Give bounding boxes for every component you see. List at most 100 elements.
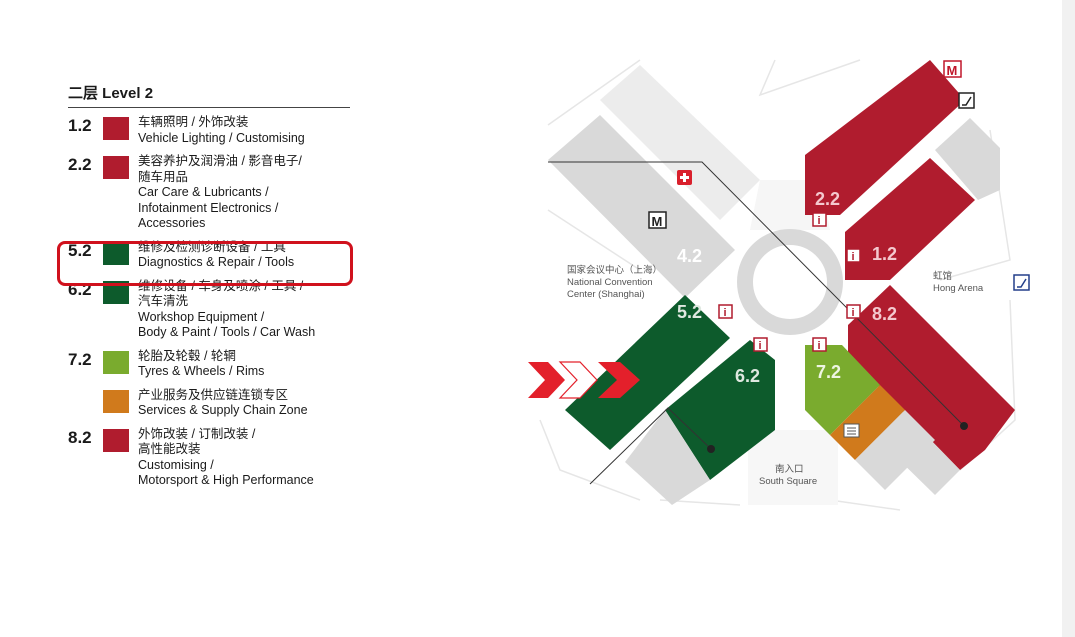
hall-sw-gray: [625, 410, 710, 505]
legend-description-line: Accessories: [138, 216, 206, 230]
legend-hall-number: 8.2: [68, 427, 92, 447]
legend-color-swatch: [103, 156, 129, 179]
legend-description-line: 汽车清洗: [138, 294, 189, 308]
legend-description-line: Body & Paint / Tools / Car Wash: [138, 325, 316, 339]
svg-text:i: i: [818, 215, 821, 227]
escalator-icon: [958, 92, 975, 109]
scrollbar-track[interactable]: [1062, 0, 1075, 637]
legend-color-swatch: [103, 389, 129, 413]
entrance-arrow-1: [528, 362, 565, 398]
legend-description-line: 随车用品: [138, 169, 189, 184]
metro-icon: M: [943, 60, 962, 78]
svg-text:M: M: [947, 63, 958, 78]
hall-6-2-area[interactable]: [665, 340, 775, 480]
legend-hall-number: 2.2: [68, 155, 92, 174]
legend-hall-number: 5.2: [68, 240, 92, 260]
hall-1-2-area[interactable]: [845, 158, 975, 280]
ncc-label-en-1: National Convention: [567, 277, 653, 288]
legend-description-line: 车辆照明 / 外饰改装: [138, 115, 249, 129]
hall-6-2-label: 6.2: [735, 366, 760, 386]
legend-color-swatch: [103, 117, 129, 140]
legend-color-swatch: [103, 280, 129, 304]
entrance-arrow-2: [558, 361, 598, 399]
legend-description-line: 外饰改装 / 订制改装 /: [138, 426, 256, 441]
legend-description-line: Car Care & Lubricants /: [138, 185, 269, 199]
info-icon: i: [846, 304, 861, 319]
legend-description-line: Diagnostics & Repair / Tools: [138, 255, 295, 269]
svg-text:M: M: [652, 214, 663, 229]
hall-4-2-annex: [600, 65, 760, 220]
ncc-label-en-2: Center (Shanghai): [567, 289, 645, 300]
legend-color-swatch: [103, 350, 129, 374]
hall-1-2-label: 1.2: [872, 244, 897, 264]
legend-description-line: Customising /: [138, 457, 214, 472]
route-dot-2: [707, 445, 715, 453]
legend-description-line: Workshop Equipment /: [138, 309, 265, 324]
legend-hall-number: 1.2: [68, 116, 92, 135]
hall-2-2-area[interactable]: [805, 60, 965, 215]
svg-text:i: i: [818, 340, 821, 352]
legend-description-line: 高性能改装: [138, 442, 201, 456]
legend-description-line: Vehicle Lighting / Customising: [138, 130, 305, 145]
service-desk-icon: [843, 423, 860, 438]
south-plaza: [748, 430, 838, 505]
south-square-label-cn: 南入口: [775, 463, 804, 475]
svg-text:i: i: [852, 307, 855, 319]
ncc-label-cn: 国家会议中心（上海）: [567, 264, 662, 276]
legend-description-line: Infotainment Electronics /: [138, 200, 279, 215]
legend-color-swatch: [103, 428, 129, 452]
escalator-icon: [1013, 274, 1030, 291]
legend-hall-number: 7.2: [68, 349, 92, 369]
info-icon: i: [812, 337, 827, 352]
highlight-box-hall-5-2: [57, 241, 353, 286]
legend-title: 二层 Level 2: [68, 84, 350, 108]
legend-color-swatch: [103, 241, 129, 265]
services-zone-area[interactable]: [830, 385, 905, 460]
svg-text:i: i: [852, 251, 855, 263]
first-aid-icon: [677, 170, 692, 185]
entrance-arrow-3: [598, 362, 640, 398]
hall-5-2-label: 5.2: [677, 302, 702, 322]
route-dot-1: [960, 422, 968, 430]
hall-4-2-area[interactable]: [548, 115, 735, 298]
legend-description-line: 产业服务及供应链连锁专区: [138, 387, 289, 402]
hall-4-2-label: 4.2: [677, 246, 702, 266]
info-icon: i: [753, 337, 768, 352]
route-line-1: [548, 161, 966, 428]
hall-7-2-area[interactable]: [805, 345, 880, 435]
legend-description-line: 美容养护及润滑油 / 影音电子/: [138, 154, 302, 168]
legend-description-line: Services & Supply Chain Zone: [138, 403, 308, 417]
hall-8-2-area[interactable]: [848, 285, 1015, 470]
hall-5-2-area[interactable]: [565, 295, 730, 450]
hall-2-2-label: 2.2: [815, 189, 840, 209]
hong-arena-label-en: Hong Arena: [933, 283, 984, 294]
outline-nw: [547, 59, 641, 271]
south-square-label-en: South Square: [759, 476, 817, 487]
hall-ne-gray: [935, 118, 1000, 200]
legend-description-line: Tyres & Wheels / Rims: [138, 364, 265, 378]
central-ring: [737, 229, 843, 335]
svg-text:i: i: [724, 307, 727, 319]
info-icon: i: [846, 248, 861, 263]
route-line-2: [589, 407, 713, 485]
legend-description-line: Motorsport & High Performance: [138, 473, 314, 487]
hong-arena-label-cn: 虹馆: [933, 270, 952, 282]
hall-8-2-label: 8.2: [872, 304, 897, 324]
svg-text:i: i: [759, 340, 762, 352]
legend-description-line: 轮胎及轮毂 / 轮辋: [138, 348, 236, 363]
hall-south-gray: [855, 410, 935, 490]
info-icon: i: [718, 304, 733, 319]
info-icon: i: [812, 212, 827, 227]
metro-icon: M: [648, 211, 667, 229]
